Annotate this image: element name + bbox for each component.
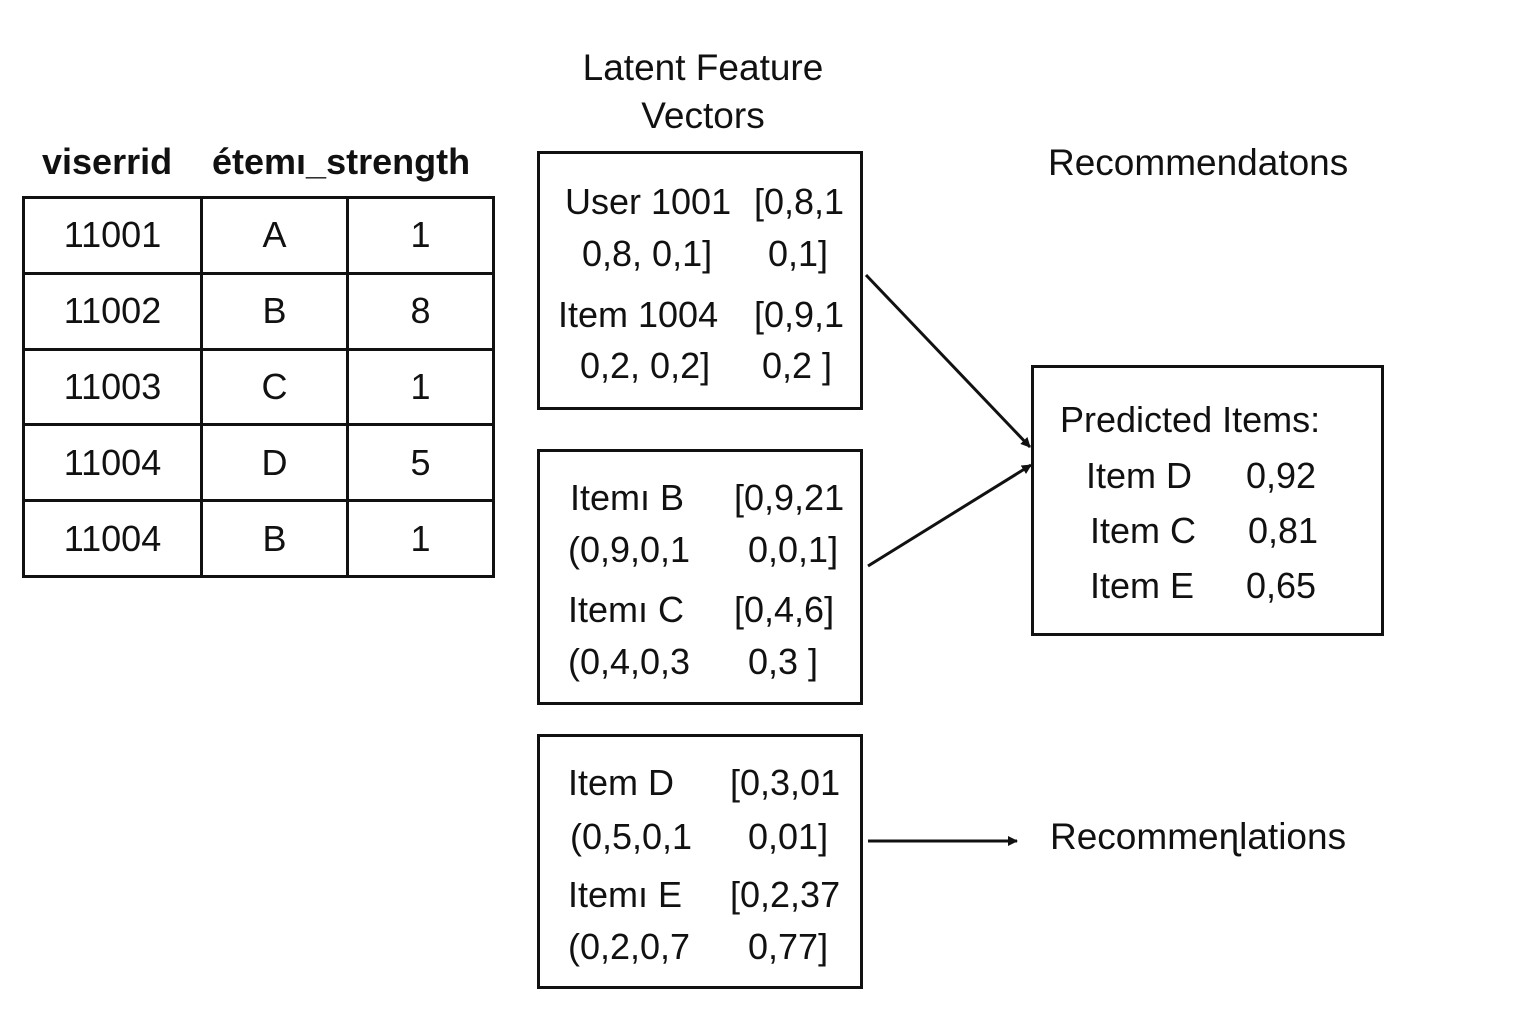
vector-value: 0,0,1] — [748, 529, 839, 570]
cell-user-id: 11002 — [22, 271, 203, 351]
vector-value: [0,2,37 — [730, 874, 841, 915]
predicted-items-title: Predicted Items: — [1060, 399, 1321, 440]
arrow-items-bc-to-predicted — [867, 463, 1032, 568]
cell-item: B — [200, 271, 349, 351]
predicted-item-score: 0,92 — [1246, 455, 1317, 496]
vector-label: 0,8, 0,1] — [582, 233, 713, 274]
cell-strength: 1 — [346, 347, 495, 427]
recommendations-output-label: Recommerʅlations — [1050, 816, 1347, 857]
table-row: 11001 A 1 — [22, 196, 495, 275]
vector-value: [0,9,1 — [754, 294, 845, 335]
vector-label: Item D — [568, 762, 675, 803]
vector-label: Itemı E — [568, 874, 683, 915]
vector-value: 0,77] — [748, 926, 829, 967]
latent-title-line-1: Latent Feature — [582, 47, 824, 88]
vector-value: 0,1] — [768, 233, 829, 274]
vector-box-items-d-e: Item D [0,3,01 (0,5,0,1 0,01] Itemı E [0… — [537, 734, 863, 989]
cell-user-id: 11001 — [22, 196, 203, 275]
predicted-item-score: 0,65 — [1246, 565, 1317, 606]
vector-label: (0,4,0,3 — [568, 641, 691, 682]
cell-strength: 1 — [346, 196, 495, 275]
vector-label: (0,2,0,7 — [568, 926, 691, 967]
latent-title-line-2: Vectors — [641, 95, 765, 136]
predicted-items-box: Predicted Items: Item D 0,92 Item C 0,81… — [1031, 365, 1384, 636]
predicted-item-name: Item E — [1090, 565, 1195, 606]
vector-label: Item 1004 — [558, 294, 719, 335]
vector-label: (0,5,0,1 — [570, 816, 693, 857]
vector-value: [0,3,01 — [730, 762, 841, 803]
vector-value: [0,9,21 — [734, 477, 845, 518]
cell-user-id: 11003 — [22, 347, 203, 427]
cell-item: C — [200, 347, 349, 427]
cell-item: D — [200, 423, 349, 503]
cell-strength: 1 — [346, 499, 495, 578]
table-row: 11004 B 1 — [22, 499, 495, 578]
vector-box-user-item: User 1001 [0,8,1 0,8, 0,1] 0,1] Item 100… — [537, 151, 863, 410]
cell-item: B — [200, 499, 349, 578]
vector-value: 0,3 ] — [748, 641, 819, 682]
vector-label: Itemı B — [570, 477, 685, 518]
vector-label: 0,2, 0,2] — [580, 345, 711, 386]
cell-user-id: 11004 — [22, 499, 203, 578]
table-row: 11002 B 8 — [22, 271, 495, 351]
table-row: 11004 D 5 — [22, 423, 495, 503]
table-header-user-id: viserrid — [42, 141, 173, 182]
vector-label: Itemı C — [568, 589, 685, 630]
cell-strength: 8 — [346, 271, 495, 351]
vector-value: [0,4,6] — [734, 589, 835, 630]
vector-box-items-b-c: Itemı B [0,9,21 (0,9,0,1 0,0,1] Itemı C … — [537, 449, 863, 705]
cell-strength: 5 — [346, 423, 495, 503]
vector-label: User 1001 — [565, 181, 732, 222]
arrow-user-item-to-predicted — [864, 273, 1032, 449]
vector-value: 0,01] — [748, 816, 829, 857]
vector-value: 0,2 ] — [762, 345, 833, 386]
latent-vectors-title: Latent Feature Vectors — [540, 44, 866, 140]
cell-user-id: 11004 — [22, 423, 203, 503]
predicted-item-name: Item D — [1086, 455, 1193, 496]
cell-item: A — [200, 196, 349, 275]
recommendations-heading: Recommendatons — [1048, 142, 1349, 183]
vector-label: (0,9,0,1 — [568, 529, 691, 570]
predicted-item-score: 0,81 — [1248, 510, 1319, 551]
vector-value: [0,8,1 — [754, 181, 845, 222]
predicted-item-name: Item C — [1090, 510, 1197, 551]
table-header-item-strength: étemı_strength — [212, 141, 471, 182]
interaction-table: 11001 A 1 11002 B 8 11003 C 1 11004 D 5 … — [22, 196, 495, 578]
table-row: 11003 C 1 — [22, 347, 495, 427]
